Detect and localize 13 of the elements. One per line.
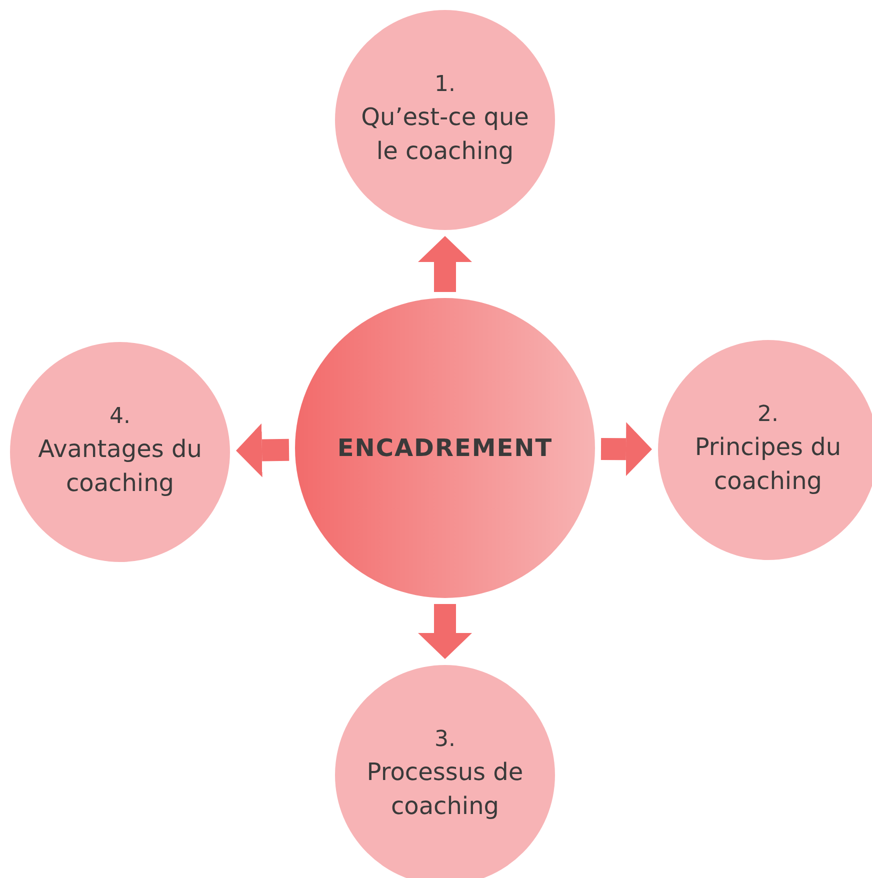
topic-title: Qu’est-ce que le coaching: [360, 102, 530, 168]
topic-number: 3.: [434, 726, 456, 754]
topic-title: Processus de coaching: [366, 756, 524, 822]
topic-number: 4.: [110, 402, 130, 431]
block-arrow: [418, 604, 472, 659]
block-arrow: [236, 423, 290, 478]
topic-title: Avantages du coaching: [37, 434, 203, 500]
topic-number: 1.: [434, 70, 456, 99]
block-arrow: [600, 422, 652, 476]
topic-number: 2.: [758, 400, 778, 429]
central-title: ENCADREMENT: [337, 432, 553, 464]
block-arrow: [418, 236, 472, 292]
topic-title: Principes du coaching: [694, 432, 842, 498]
